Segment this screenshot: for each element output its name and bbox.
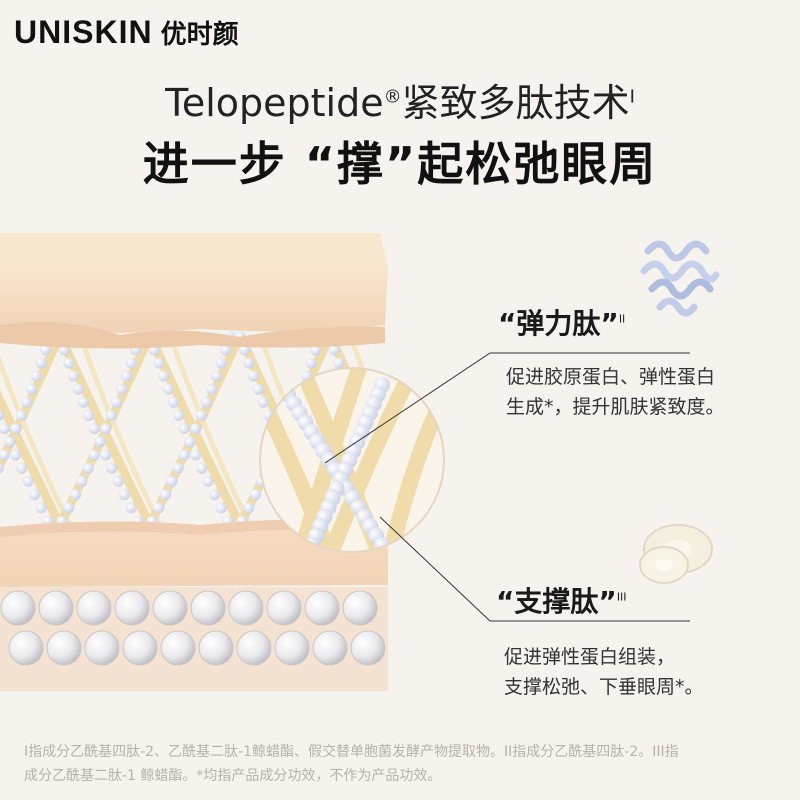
brand-name-cn: 优时颜 (160, 19, 239, 50)
elastic-peptide-desc-line-2: 生成*，提升肌肤紧致度。 (506, 396, 725, 418)
elastic-peptide-description: 促进胶原蛋白、弹性蛋白 生成*，提升肌肤紧致度。 (506, 362, 725, 422)
registered-mark: ® (383, 86, 402, 108)
skin-layer-illustration (0, 233, 720, 691)
callout-line-support (379, 516, 690, 622)
cell-bubble-layer (0, 590, 386, 666)
brand-name-en: UNISKIN (14, 13, 153, 50)
elastic-peptide-title: “弹力肽”II (498, 302, 625, 342)
elastic-peptide-name: “弹力肽” (498, 307, 619, 340)
support-peptide-mark: III (616, 590, 627, 604)
tagline-note-mark: I (629, 86, 635, 108)
callout-line-elastic (324, 352, 690, 464)
footnote-line-1: I指成分乙酰基四肽-2、乙酰基二肽-1鲸蜡酯、假交替单胞菌发酵产物提取物。II指… (24, 744, 679, 760)
magnifier-circle (259, 367, 445, 553)
support-peptide-description: 促进弹性蛋白组装， 支撑松弛、下垂眼周*。 (504, 642, 704, 702)
tagline-text: Telopeptide (165, 81, 384, 125)
support-peptide-title: “支撑肽”III (496, 580, 627, 620)
footnote: I指成分乙酰基四肽-2、乙酰基二肽-1鲸蜡酯、假交替单胞菌发酵产物提取物。II指… (24, 740, 784, 788)
support-peptide-name: “支撑肽” (496, 585, 617, 618)
collagen-fiber-network (0, 331, 395, 528)
support-peptide-desc-line-2: 支撑松弛、下垂眼周*。 (504, 676, 704, 698)
elastic-peptide-desc-line-1: 促进胶原蛋白、弹性蛋白 (506, 366, 716, 388)
headline: 进一步 “撑”起松弛眼周 (142, 137, 658, 191)
ring-knot-icon (639, 524, 713, 584)
coiled-helix-icon (640, 240, 720, 317)
tagline-text-cn: 紧致多肽技术 (401, 81, 630, 125)
elastic-peptide-mark: II (618, 312, 626, 326)
tagline: Telopeptide®紧致多肽技术I (0, 72, 800, 127)
footnote-line-2: 成分乙酰基二肽-1 鲸蜡酯。*均指产品成分功效，不作为产品功效。 (24, 768, 442, 784)
epidermis-layer (0, 233, 388, 349)
brand-logo: UNISKIN 优时颜 (14, 10, 239, 54)
support-peptide-desc-line-1: 促进弹性蛋白组装， (504, 646, 676, 668)
